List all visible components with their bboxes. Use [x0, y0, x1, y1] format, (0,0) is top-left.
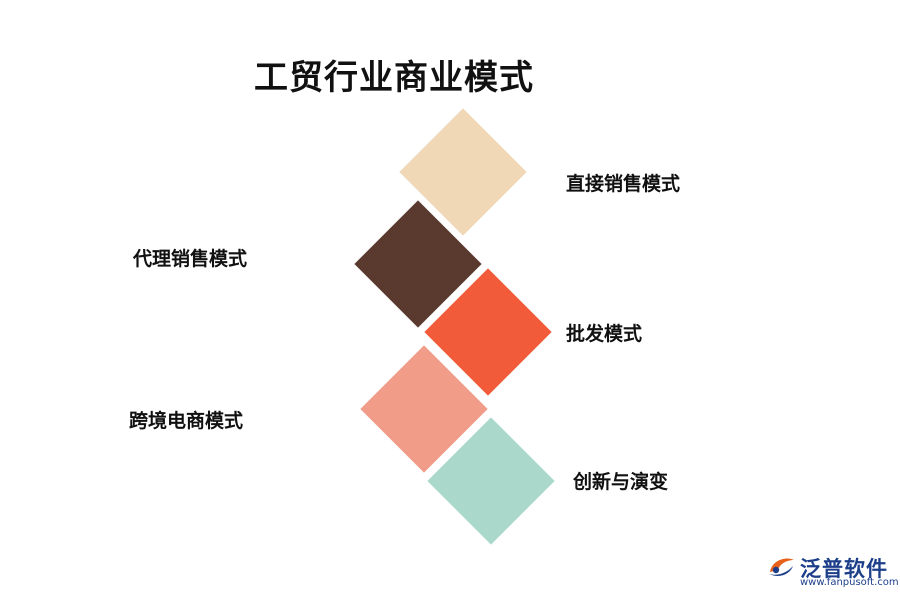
- label-direct-sales: 直接销售模式: [566, 173, 681, 195]
- logo-url: www.fanpusoft.com: [800, 577, 899, 588]
- label-wholesale: 批发模式: [566, 323, 643, 345]
- fanpu-logo-icon: [766, 554, 798, 584]
- brand-logo: 泛普软件 www.fanpusoft.com: [766, 552, 899, 588]
- logo-text: 泛普软件: [800, 557, 888, 581]
- label-agency-sales: 代理销售模式: [133, 248, 248, 270]
- label-cross-border-ecommerce: 跨境电商模式: [129, 410, 244, 432]
- label-innovation: 创新与演变: [573, 471, 669, 493]
- diagram-title: 工贸行业商业模式: [254, 58, 534, 98]
